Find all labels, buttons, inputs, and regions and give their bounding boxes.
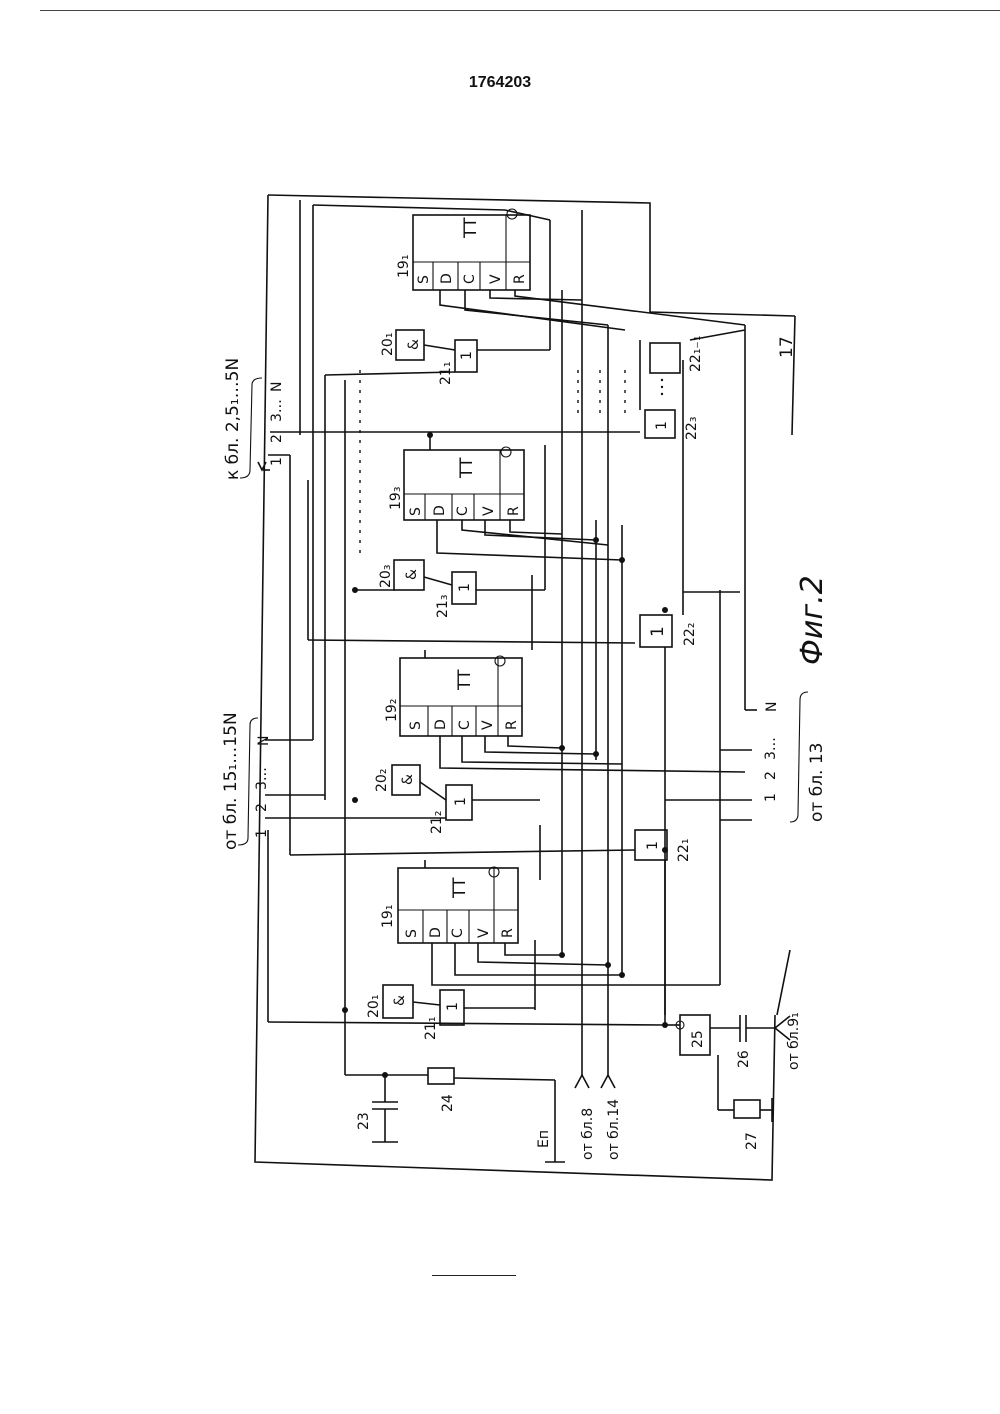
from-block-8-label: от бл.8 bbox=[580, 1108, 596, 1160]
and-gate-2-sym: & bbox=[400, 774, 416, 785]
and-gate-1-ref: 20₁ bbox=[366, 995, 382, 1018]
trigger-2-pin-d: D bbox=[433, 719, 449, 730]
trigger-top-pin-s: S bbox=[416, 275, 432, 284]
trigger-1-pin-v: V bbox=[476, 928, 492, 938]
from15-line-1: 1 bbox=[254, 829, 270, 838]
trigger-1-pin-c: C bbox=[450, 928, 466, 938]
capacitor-23 bbox=[345, 1075, 398, 1142]
trigger-top-pin-d: D bbox=[439, 273, 455, 284]
from15-line-3: 3… bbox=[254, 767, 270, 790]
trigger-1-pin-d: D bbox=[428, 927, 444, 938]
trigger-top-pin-r: R bbox=[512, 274, 528, 284]
resistor-24 bbox=[385, 1068, 555, 1084]
or21-3-sym: 1 bbox=[457, 583, 473, 592]
from15-line-n: N bbox=[256, 736, 272, 746]
to-line-2: 2 bbox=[269, 434, 285, 443]
trigger-3-pin-r: R bbox=[506, 506, 522, 516]
or22-3-sym: 1 bbox=[654, 421, 670, 430]
trigger-3-pin-v: V bbox=[481, 506, 497, 516]
from-13-label: от бл. 13 bbox=[807, 743, 827, 823]
to-line-1: 1 bbox=[269, 457, 285, 466]
figure-caption: Фиг.2 bbox=[795, 575, 830, 665]
and-gate-2-ref: 20₂ bbox=[374, 769, 390, 792]
trigger-3-pin-c: C bbox=[455, 506, 471, 516]
from-block-9-label: от бл.9₁ bbox=[786, 1012, 802, 1070]
resistor-27-label: 27 bbox=[744, 1132, 760, 1150]
or22-2-sym: 1 bbox=[648, 626, 668, 637]
to-line-n: N bbox=[269, 382, 285, 392]
block-number: 17 bbox=[777, 336, 797, 358]
from13-line-1: 1 bbox=[763, 793, 779, 802]
and-gate-1-sym: & bbox=[392, 995, 408, 1006]
junctions bbox=[342, 432, 668, 1078]
trigger-top-pin-v: V bbox=[488, 274, 504, 284]
inputs-8-14 bbox=[575, 210, 615, 1088]
from-block-14-label: от бл.14 bbox=[606, 1099, 622, 1160]
power-supply bbox=[545, 1080, 565, 1162]
and-gate-top-ref: 20₁ bbox=[380, 333, 396, 356]
trigger-3-pin-d: D bbox=[432, 505, 448, 516]
or22-1-ref: 22₁ bbox=[676, 839, 692, 862]
capacitor-26 bbox=[710, 1015, 790, 1042]
or22-2-ref: 22₂ bbox=[682, 623, 698, 646]
trigger-2-type: TT bbox=[455, 669, 475, 691]
gate-25-label: 25 bbox=[690, 1030, 706, 1048]
to-line-3: 3… bbox=[269, 399, 285, 422]
or21-top-sym: 1 bbox=[459, 351, 475, 360]
trigger-3-type: TT bbox=[457, 457, 477, 479]
block-17-frame bbox=[255, 195, 795, 1180]
trigger-2-pin-r: R bbox=[504, 720, 520, 730]
from-15-label: от бл. 15₁…15N bbox=[221, 712, 241, 850]
trigger-2-ref: 19₂ bbox=[384, 699, 400, 722]
trigger-1-pin-r: R bbox=[500, 928, 516, 938]
trigger-1-ref: 19₁ bbox=[380, 905, 396, 928]
trigger-3-pin-s: S bbox=[408, 507, 424, 516]
ellipsis-22 bbox=[661, 379, 663, 395]
and-gate-3-ref: 20₃ bbox=[378, 565, 394, 588]
trigger-3-ref: 19₃ bbox=[388, 487, 404, 510]
trigger-top-type: TT bbox=[461, 217, 481, 239]
power-label: Eп bbox=[536, 1130, 552, 1148]
or21-1-sym: 1 bbox=[445, 1002, 461, 1011]
bus-from-13 bbox=[790, 692, 808, 822]
capacitor-26-label: 26 bbox=[736, 1050, 752, 1068]
or21-2-sym: 1 bbox=[453, 797, 469, 806]
or21-2-ref: 21₂ bbox=[429, 811, 445, 834]
or22-3-ref: 22₃ bbox=[684, 417, 700, 440]
trigger-1-pin-s: S bbox=[404, 929, 420, 938]
trigger-2-pin-c: C bbox=[457, 720, 473, 730]
capacitor-23-label: 23 bbox=[356, 1112, 372, 1130]
to-blocks-label: к бл. 2,5₁…5N bbox=[223, 358, 243, 480]
from13-line-n: N bbox=[764, 702, 780, 712]
trigger-top-ref: 19₁ bbox=[396, 255, 412, 278]
or-gates-22 bbox=[635, 343, 680, 860]
or21-top-ref: 21₁ bbox=[438, 362, 454, 385]
and-gate-3-sym: & bbox=[404, 569, 420, 580]
from13-line-3: 3… bbox=[763, 737, 779, 760]
or22-1-sym: 1 bbox=[645, 841, 661, 850]
resistor-24-label: 24 bbox=[440, 1094, 456, 1112]
from13-line-2: 2 bbox=[763, 771, 779, 780]
trigger-top-pin-c: C bbox=[462, 274, 478, 284]
or22-n-ref: 22₁₋₁ bbox=[688, 336, 704, 372]
from15-line-2: 2 bbox=[254, 803, 270, 812]
and-gate-top-sym: & bbox=[406, 339, 422, 350]
or21-3-ref: 21₃ bbox=[435, 595, 451, 618]
or21-1-ref: 21₁ bbox=[423, 1017, 439, 1040]
trigger-2-pin-s: S bbox=[408, 721, 424, 730]
trigger-2-pin-v: V bbox=[480, 720, 496, 730]
trigger-1-type: TT bbox=[450, 877, 470, 899]
